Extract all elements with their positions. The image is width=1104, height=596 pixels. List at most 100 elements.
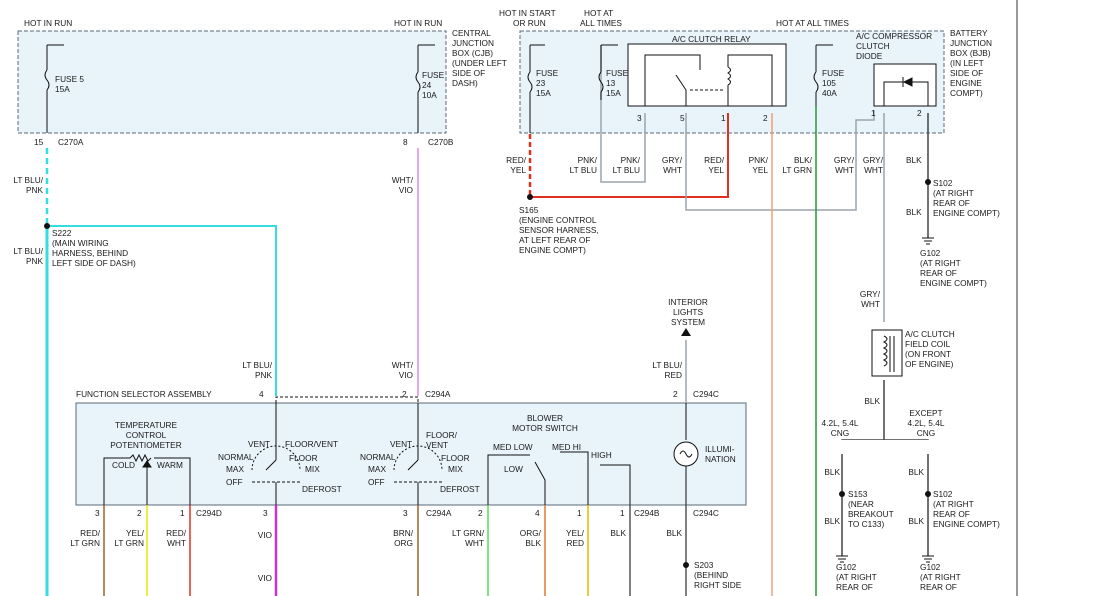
label-defrost: DEFROST xyxy=(302,484,342,494)
label-w-blk-a: BLK xyxy=(906,155,922,165)
label-w-blk-i: BLK xyxy=(908,516,924,526)
label-temp-2: POTENTIOMETER xyxy=(110,440,181,450)
interior-lights-arrow xyxy=(681,328,691,336)
label-fuse5-1: 15A xyxy=(55,84,70,94)
label-floorvent2-1: VENT xyxy=(426,440,448,450)
label-s222-1: (MAIN WIRING xyxy=(52,238,109,248)
label-w-vio-b: VIO xyxy=(258,573,273,583)
label-w-ltblu-pnk-c-1: PNK xyxy=(255,370,273,380)
label-s102-top-3: ENGINE COMPT) xyxy=(933,208,1000,218)
label-s222-0: S222 xyxy=(52,228,72,238)
label-cjb-1: JUNCTION xyxy=(452,38,494,48)
label-off: OFF xyxy=(226,477,243,487)
label-w-red-wht-1: WHT xyxy=(167,538,186,548)
label-w-pnk-ltblu-b-0: PNK/ xyxy=(621,155,641,165)
label-fsa: FUNCTION SELECTOR ASSEMBLY xyxy=(76,389,212,399)
label-w-yel-ltgrn-1: LT GRN xyxy=(114,538,144,548)
label-c270b: C270B xyxy=(428,137,454,147)
label-w-pnk-yel-1: YEL xyxy=(752,165,768,175)
fsa-top-bus xyxy=(275,396,419,403)
label-cng-0: 4.2L, 5.4L xyxy=(822,418,859,428)
label-w-brn-org-1: ORG xyxy=(394,538,413,548)
label-warm: WARM xyxy=(157,460,183,470)
label-g102-top-3: ENGINE COMPT) xyxy=(920,278,987,288)
label-blower-0: BLOWER xyxy=(527,413,563,423)
label-g102-top-0: G102 xyxy=(920,248,941,258)
wire-ltblu-pnk-branch xyxy=(47,225,277,396)
label-hot-in-run-2: HOT IN RUN xyxy=(394,18,442,28)
label-cjb-0: CENTRAL xyxy=(452,28,491,38)
label-interior-0: INTERIOR xyxy=(668,297,708,307)
label-w-blk-ltgrn-0: BLK/ xyxy=(794,155,813,165)
label-blower-1: MOTOR SWITCH xyxy=(512,423,578,433)
label-med-hi: MED HI xyxy=(552,442,581,452)
label-cjb-5: DASH) xyxy=(452,78,478,88)
label-floorvent: FLOOR/VENT xyxy=(285,439,338,449)
label-s203-0: S203 xyxy=(694,560,714,570)
label-normal: NORMAL xyxy=(360,452,396,462)
label-w-blk-c: BLK xyxy=(864,396,880,406)
label-w-blk-b: BLK xyxy=(906,207,922,217)
label-s165-2: SENSOR HARNESS, xyxy=(519,225,599,235)
label-w-pnk-ltblu-a-0: PNK/ xyxy=(578,155,598,165)
label-s102-top-2: REAR OF xyxy=(933,198,970,208)
label-w-ltblu-pnk-b-0: LT BLU/ xyxy=(13,246,43,256)
label-w-yel-ltgrn-0: YEL/ xyxy=(126,528,145,538)
label-w-blk-f: BLK xyxy=(824,467,840,477)
label-w-pnk-ltblu-b-1: LT BLU xyxy=(613,165,640,175)
splice-s153 xyxy=(839,491,845,497)
wire-blk-coil-ground-2 xyxy=(884,439,929,556)
label-bjb-6: COMPT) xyxy=(950,88,983,98)
fsa-bottom-pin-5: 2 xyxy=(478,508,483,518)
label-w-red-yel-b-1: YEL xyxy=(708,165,724,175)
label-fuse24-0: FUSE xyxy=(422,70,445,80)
label-w-pnk-yel-0: PNK/ xyxy=(749,155,769,165)
splice-s165 xyxy=(527,194,533,200)
label-bjb-0: BATTERY xyxy=(950,28,988,38)
label-hot-in-start-2: OR RUN xyxy=(513,18,546,28)
diode-pin-0: 1 xyxy=(871,108,876,118)
label-w-ltblu-red-0: LT BLU/ xyxy=(652,360,682,370)
label-w-ltblu-pnk-b-1: PNK xyxy=(26,256,44,266)
relay-pin-2: 1 xyxy=(721,113,726,123)
label-w-red-wht-0: RED/ xyxy=(166,528,187,538)
label-g102-top-2: REAR OF xyxy=(920,268,957,278)
label-relay: A/C CLUTCH RELAY xyxy=(672,34,751,44)
label-s222-3: LEFT SIDE OF DASH) xyxy=(52,258,136,268)
label-s102-top-1: (AT RIGHT xyxy=(933,188,974,198)
potentiometer-icon xyxy=(103,453,191,505)
label-hot-at-all-times-3: HOT AT ALL TIMES xyxy=(776,18,849,28)
label-c294b: C294B xyxy=(634,508,660,518)
label-s165-3: AT LEFT REAR OF xyxy=(519,235,590,245)
fuse-105-icon xyxy=(813,44,833,106)
label-s165-0: S165 xyxy=(519,205,539,215)
label-bjb-1: JUNCTION xyxy=(950,38,992,48)
label-w-gry-wht-c-0: GRY/ xyxy=(863,155,884,165)
label-bjb-4: SIDE OF xyxy=(950,68,983,78)
label-fuse13-0: FUSE xyxy=(606,68,629,78)
label-s102-bot-1: (AT RIGHT xyxy=(933,499,974,509)
label-low: LOW xyxy=(504,464,523,474)
fsa-top-pin-0: 4 xyxy=(259,389,264,399)
function-selector-assembly xyxy=(75,402,747,506)
label-w-blk-h: BLK xyxy=(824,516,840,526)
mode-switch-2-icon xyxy=(393,403,443,505)
central-junction-box xyxy=(17,30,447,134)
label-w-red-yel-a-1: YEL xyxy=(510,165,526,175)
ground-symbol-bottom-2 xyxy=(922,555,934,563)
label-fuse23-2: 15A xyxy=(536,88,551,98)
label-vent: VENT xyxy=(390,439,412,449)
label-fuse13-2: 15A xyxy=(606,88,621,98)
clutch-coil-icon xyxy=(871,329,903,377)
label-pin15: 15 xyxy=(34,137,44,147)
label-high: HIGH xyxy=(591,450,612,460)
label-fuse13-1: 13 xyxy=(606,78,616,88)
label-w-ltblu-pnk-a-1: PNK xyxy=(26,185,44,195)
label-s165-1: (ENGINE CONTROL xyxy=(519,215,597,225)
label-w-ltblu-red-1: RED xyxy=(664,370,682,380)
label-coil-0: A/C CLUTCH xyxy=(905,329,955,339)
label-coil-3: OF ENGINE) xyxy=(905,359,954,369)
splice-s222 xyxy=(44,223,50,229)
label-diode-1: CLUTCH xyxy=(856,41,890,51)
